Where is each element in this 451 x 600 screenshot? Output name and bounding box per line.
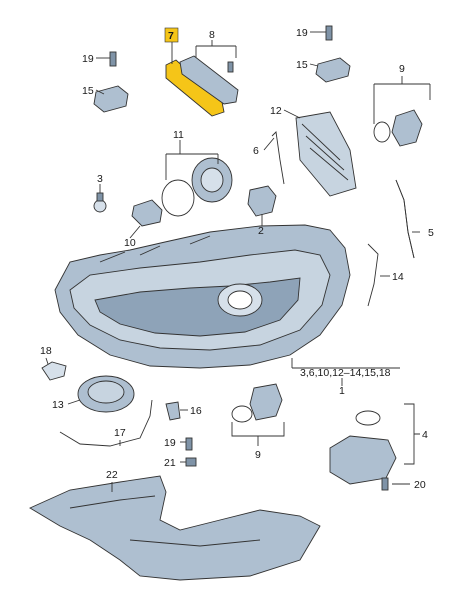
part-8-screw: [227, 61, 234, 73]
part-7-bracket: [165, 59, 225, 117]
label-15-a: 15: [82, 85, 94, 97]
part-9-module-right: [391, 109, 423, 147]
part-14-hose: [367, 243, 379, 307]
part-4-ring: [355, 410, 381, 426]
label-12: 12: [270, 105, 282, 117]
part-21-nut: [185, 457, 197, 467]
part-18-bulb: [41, 361, 67, 381]
label-22: 22: [106, 469, 118, 481]
part-15-bracket-right: [315, 57, 351, 83]
part-15-bracket-left: [93, 85, 129, 113]
part-4-control-unit: [329, 435, 397, 485]
part-2-socket: [247, 185, 277, 217]
part-22-carrier: [29, 475, 321, 581]
leader-lines: [45, 31, 431, 492]
label-5: 5: [428, 227, 434, 239]
label-20: 20: [414, 479, 426, 491]
part-9-module-bottom: [249, 383, 283, 421]
label-17: 17: [114, 427, 126, 439]
label-19-a: 19: [82, 53, 94, 65]
part-11-ring: [161, 179, 195, 217]
label-18: 18: [40, 345, 52, 357]
label-assembly: 3,6,10,12–14,15,18: [300, 367, 391, 379]
label-15-b: 15: [296, 59, 308, 71]
label-2: 2: [258, 225, 264, 237]
label-9-top: 9: [399, 63, 405, 75]
label-16: 16: [190, 405, 202, 417]
label-21: 21: [164, 457, 176, 469]
label-19-c: 19: [164, 437, 176, 449]
part-6-clip: [271, 131, 285, 185]
part-9-ring-right: [373, 121, 391, 143]
label-11: 11: [173, 129, 184, 141]
part-10-motor: [131, 199, 163, 227]
label-4: 4: [422, 429, 428, 441]
label-9-bottom: 9: [255, 449, 261, 461]
label-10: 10: [124, 237, 136, 249]
part-17-hose: [59, 399, 153, 447]
label-1: 1: [339, 385, 345, 397]
part-19-screw-c: [185, 437, 193, 451]
label-7-highlight: [164, 27, 179, 43]
headlight-housing: [54, 224, 351, 369]
part-20-screw: [381, 477, 389, 491]
label-13: 13: [52, 399, 64, 411]
part-9-ring-bottom: [231, 405, 253, 423]
label-7: 7: [168, 30, 174, 42]
part-8-bracket: [179, 55, 239, 105]
part-19-screw-b: [325, 25, 333, 41]
label-14: 14: [392, 271, 404, 283]
part-labels: 7 8 19 15 19 15 9 12 11 6 3 10 2 5 14 3,…: [40, 27, 434, 491]
label-19-b: 19: [296, 27, 308, 39]
part-3-bulb: [93, 199, 107, 213]
label-3: 3: [97, 173, 103, 185]
label-8: 8: [209, 29, 215, 41]
part-16-clip: [165, 401, 181, 421]
label-6: 6: [253, 145, 259, 157]
part-19-screw-a: [109, 51, 117, 67]
